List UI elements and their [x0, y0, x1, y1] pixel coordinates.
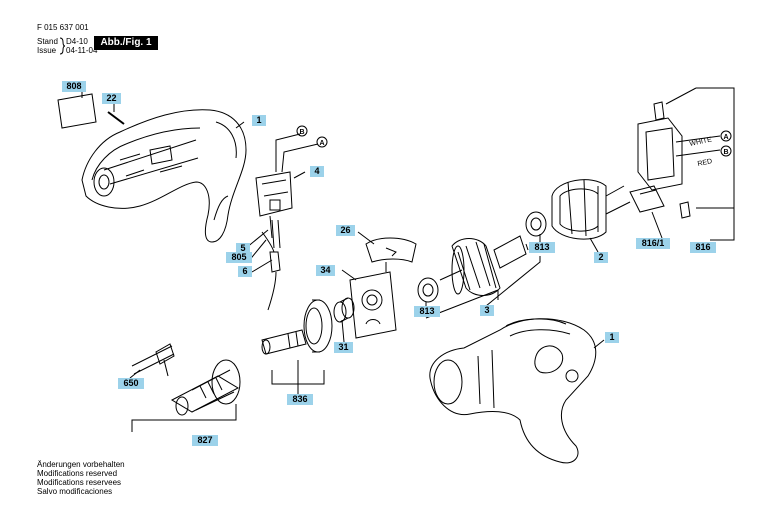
footer-note-en: Modifications reserved — [37, 469, 118, 478]
issue-label: Issue — [37, 46, 57, 55]
part-label-808: 808 — [62, 81, 86, 92]
drill-chuck-827 — [170, 359, 241, 416]
label-sheet-808 — [57, 93, 97, 129]
issue-value: 04-11-04 — [66, 46, 98, 55]
wire-letter-a: A — [319, 140, 324, 147]
cord-6 — [261, 231, 281, 311]
header-brace — [59, 37, 66, 55]
wire-letter-b-right: B — [723, 149, 728, 156]
direction-cap-26 — [365, 237, 417, 272]
terminal-b-left — [296, 125, 308, 137]
part-label-650: 650 — [118, 378, 144, 389]
wire-color-red: RED — [697, 158, 713, 168]
part-label-6: 6 — [238, 266, 252, 277]
part-label-2: 2 — [594, 252, 608, 263]
part-label-31: 31 — [334, 342, 353, 353]
part-label-4: 4 — [310, 166, 324, 177]
part-label-3: 3 — [480, 305, 494, 316]
cord-sleeve-805 — [271, 219, 281, 249]
part-label-813-right: 813 — [529, 242, 555, 253]
footer-note-fr: Modifications reservees — [37, 478, 122, 487]
switch-4 — [255, 133, 319, 239]
wire-color-white: WHITE — [689, 136, 713, 148]
stand-label: Stand — [37, 37, 58, 46]
stand-value: D4-10 — [66, 37, 88, 46]
part-label-5: 5 — [236, 243, 250, 254]
wire-letter-b: B — [299, 129, 304, 136]
doc-number: F 015 637 001 — [37, 23, 89, 32]
leader-lines — [81, 87, 735, 432]
armature-3 — [439, 235, 529, 296]
brush-wires — [675, 135, 721, 157]
part-label-805: 805 — [226, 252, 252, 263]
terminal-b-right — [720, 145, 732, 157]
part-label-816: 816 — [690, 242, 716, 253]
part-label-34: 34 — [316, 265, 335, 276]
figure-badge: Abb./Fig. 1 — [94, 36, 158, 50]
footer-note-de: Änderungen vorbehalten — [37, 460, 125, 469]
terminal-a-right — [720, 130, 732, 142]
brush-holder-816-1 — [629, 117, 683, 213]
part-label-1-top: 1 — [252, 115, 266, 126]
footer-note-es: Salvo modificaciones — [37, 487, 113, 496]
part-label-827: 827 — [192, 435, 218, 446]
part-label-816-1: 816/1 — [636, 238, 670, 249]
pinion-31 — [333, 297, 355, 323]
part-label-26: 26 — [336, 225, 355, 236]
gear-plate-34 — [349, 271, 397, 339]
field-stator-2 — [551, 179, 631, 240]
housing-half-left — [81, 109, 247, 243]
assembled-drill — [429, 318, 597, 464]
bearing-813-right — [525, 211, 547, 237]
wire-letter-a-right: A — [723, 134, 728, 141]
part-label-813-left: 813 — [414, 306, 440, 317]
carbon-brush-816-bottom — [679, 201, 691, 219]
output-gear-836 — [261, 299, 333, 355]
part-label-22: 22 — [102, 93, 121, 104]
part-label-1-right: 1 — [605, 332, 619, 343]
screw-22 — [107, 111, 125, 125]
terminal-a-left — [316, 136, 328, 148]
bearing-813-left — [417, 277, 439, 303]
chuck-key-650 — [131, 343, 175, 377]
carbon-brush-816-top — [653, 101, 665, 121]
part-label-836: 836 — [287, 394, 313, 405]
